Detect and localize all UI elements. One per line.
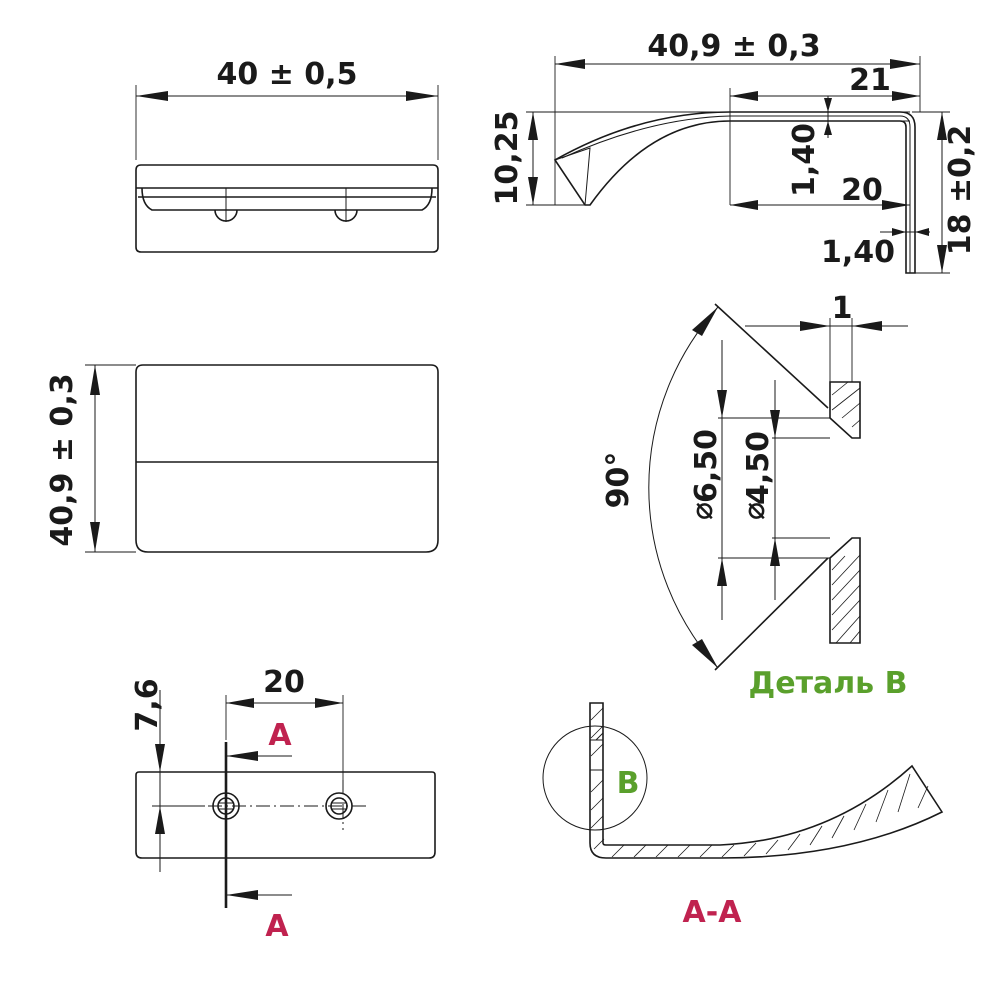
- detail-b-marker: B: [617, 766, 640, 801]
- detail-angle: 90°: [601, 452, 636, 509]
- section-a-a: B A-A: [542, 702, 944, 930]
- top-width-dim: 40 ± 0,5: [217, 57, 358, 92]
- front-view: 40,9 ± 0,3: [45, 364, 439, 553]
- bottom-view: 20 7,6 A A: [130, 665, 436, 944]
- front-height-dim: 40,9 ± 0,3: [45, 373, 80, 546]
- side-dim-18: 18 ±0,2: [943, 125, 978, 255]
- side-dim-1-40-bottom: 1,40: [821, 235, 895, 270]
- side-dim-10-25: 10,25: [490, 111, 525, 206]
- detail-b-title: Деталь B: [749, 666, 908, 701]
- detail-dia-symbol-2: ⌀: [737, 502, 772, 520]
- side-length-dim: 40,9 ± 0,3: [647, 29, 820, 64]
- detail-dia-symbol-1: ⌀: [685, 502, 720, 520]
- section-label-a-bottom: A: [265, 909, 289, 944]
- side-dim-20: 20: [841, 173, 883, 208]
- detail-b-circle: [542, 725, 648, 831]
- bottom-dim-20: 20: [263, 665, 305, 700]
- detail-dia-6-50: 6,50: [689, 429, 724, 503]
- detail-b: 1 90° ⌀ 6,50 ⌀ 4,50: [601, 291, 908, 701]
- side-dim-21: 21: [849, 63, 891, 98]
- bottom-dim-7-6: 7,6: [130, 678, 165, 731]
- side-view: 40,9 ± 0,3 21 10,25 1,40 20 18 ±0,2 1,40: [490, 29, 978, 274]
- side-dim-1-40-top: 1,40: [787, 123, 822, 197]
- top-view: 40 ± 0,5: [135, 57, 439, 253]
- detail-dia-4-50: 4,50: [741, 431, 776, 505]
- section-label-a-top: A: [268, 718, 292, 753]
- detail-dim-1: 1: [832, 291, 853, 326]
- section-a-a-title: A-A: [683, 895, 743, 930]
